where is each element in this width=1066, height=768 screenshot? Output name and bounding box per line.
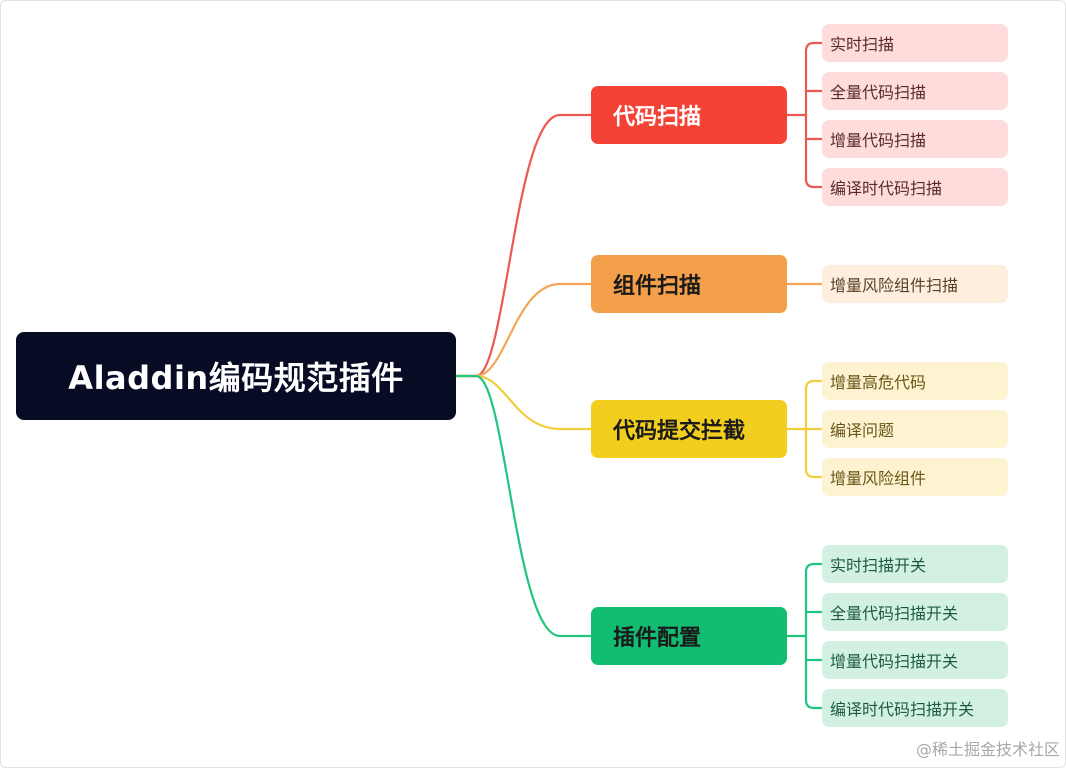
branch-component-scan: 组件扫描 [591,255,787,313]
leaf-realtime-scan-switch: 实时扫描开关 [822,545,1008,583]
leaf-realtime-scan: 实时扫描 [822,24,1008,62]
connector-root-to-plugin-config [454,374,593,638]
leaf-incremental-code-scan: 增量代码扫描 [822,120,1008,158]
connector-plugin-config-spine [804,562,824,710]
leaf-incremental-scan-switch: 增量代码扫描开关 [822,641,1008,679]
connector-root-to-component-scan [454,282,593,378]
leaf-compile-issues: 编译问题 [822,410,1008,448]
leaf-risk-component-scan: 增量风险组件扫描 [822,265,1008,303]
watermark: @稀土掘金技术社区 [915,740,1060,759]
leaf-compile-scan-switch: 编译时代码扫描开关 [822,689,1008,727]
branch-plugin-config: 插件配置 [591,607,787,665]
connector-code-scan-spine [804,41,824,189]
connector-root-to-code-scan [454,113,593,378]
leaf-high-risk-code: 增量高危代码 [822,362,1008,400]
connector-root-to-commit-intercept [454,374,593,431]
branch-code-scan: 代码扫描 [591,86,787,144]
leaf-risk-components: 增量风险组件 [822,458,1008,496]
root-node: Aladdin编码规范插件 [16,332,456,420]
leaf-full-scan-switch: 全量代码扫描开关 [822,593,1008,631]
leaf-full-code-scan: 全量代码扫描 [822,72,1008,110]
leaf-compile-time-scan: 编译时代码扫描 [822,168,1008,206]
branch-commit-intercept: 代码提交拦截 [591,400,787,458]
